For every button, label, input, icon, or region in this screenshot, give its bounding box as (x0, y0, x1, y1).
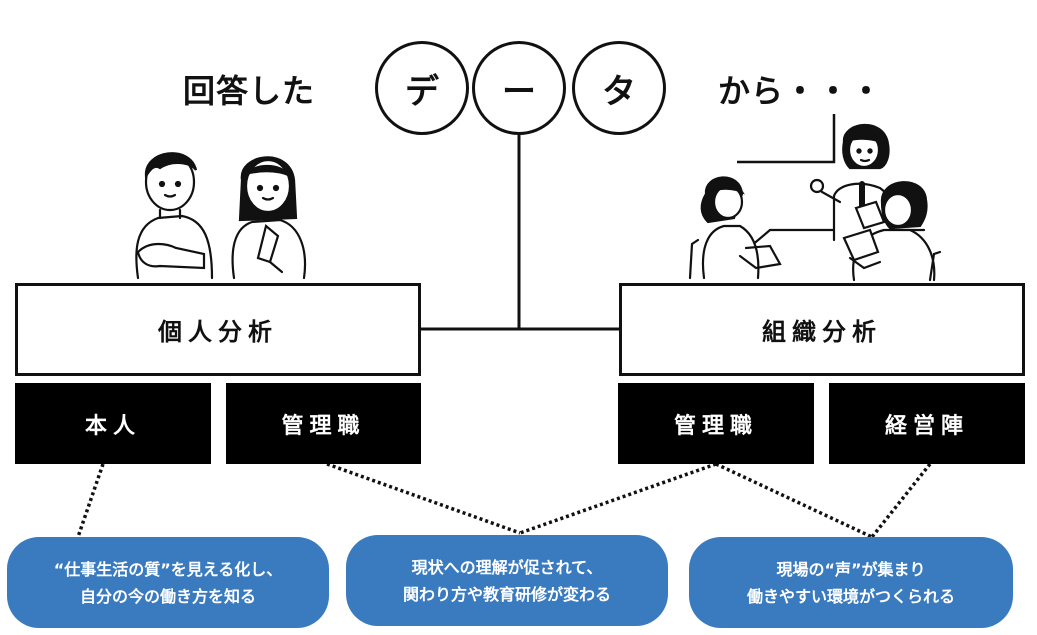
subgroup-executive: 経営陣 (829, 383, 1025, 464)
outcome-line: 現状への理解が促されて、 (411, 557, 603, 577)
meeting-icon (688, 123, 942, 282)
dotted-link-org-manager-to-outcome3 (715, 462, 873, 539)
outcome-organization: 現場の“声”が集まり 働きやすい環境がつくられる (689, 537, 1013, 628)
outcome-manager: 現状への理解が促されて、 関わり方や教育研修が変わる (346, 535, 668, 626)
outcome-line: 関わり方や教育研修が変わる (402, 584, 611, 604)
whiteboard-outline (737, 114, 836, 164)
outcome-line: 働きやすい環境がつくられる (746, 586, 955, 606)
subgroup-manager-individual: 管理職 (226, 383, 421, 464)
dotted-link-executive-to-outcome3 (870, 462, 932, 539)
individual-analysis-box: 個人分析 (15, 283, 421, 376)
subgroup-self: 本人 (15, 383, 211, 464)
headline-prefix: 回答した (183, 72, 316, 110)
organization-analysis-box: 組織分析 (619, 283, 1025, 376)
outcome-line: 現場の“声”が集まり (776, 559, 926, 579)
data-circle-1: デ (375, 41, 469, 135)
headline-suffix: から・・・ (718, 72, 884, 110)
outcome-line: “仕事生活の質”を見える化し、 (53, 559, 283, 579)
two-people-icon (135, 152, 306, 280)
data-circle-2: ー (472, 41, 566, 135)
dotted-link-org-manager-to-outcome2 (519, 462, 717, 535)
data-circle-3: タ (572, 41, 666, 135)
subgroup-manager-organization: 管理職 (618, 383, 814, 464)
outcome-line: 自分の今の働き方を知る (79, 586, 256, 606)
dotted-link-self-to-outcome1 (76, 463, 105, 538)
dotted-link-manager-to-outcome2 (326, 462, 521, 535)
outcome-individual: “仕事生活の質”を見える化し、 自分の今の働き方を知る (7, 537, 329, 628)
